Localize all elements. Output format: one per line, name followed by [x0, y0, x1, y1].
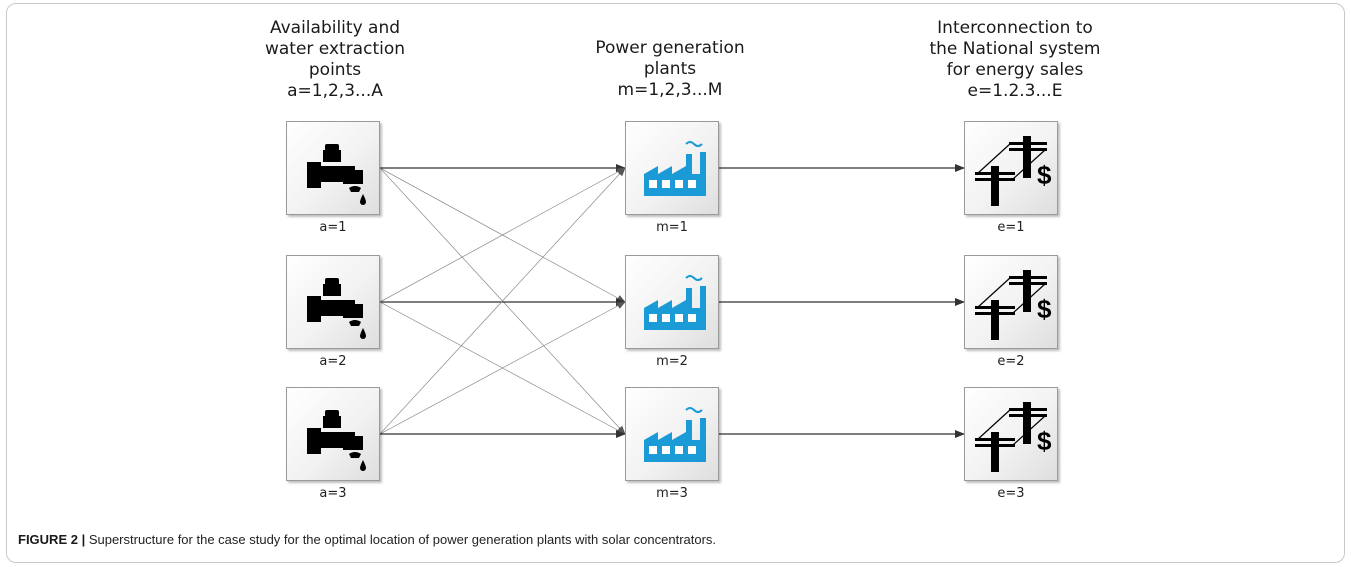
plant-node-2: [625, 255, 719, 349]
grid-column-title: Interconnection to the National system f…: [920, 18, 1110, 102]
figure-label: FIGURE 2 |: [18, 532, 86, 547]
grid-index-label: e=1.2.3...E: [967, 81, 1063, 101]
factory-icon: [644, 275, 706, 330]
svg-text:$: $: [1037, 160, 1052, 190]
plants-column-title: Power generation plants m=1,2,3...M: [585, 38, 755, 101]
power-line-dollar-icon: $: [975, 136, 1052, 206]
factory-icon: [644, 407, 706, 462]
power-line-dollar-icon: $: [975, 270, 1052, 340]
figure-frame: [6, 3, 1345, 563]
grid-node-label: e=3: [997, 486, 1025, 501]
factory-icon: [644, 141, 706, 196]
water-node-label: a=1: [319, 220, 347, 235]
grid-node-label: e=2: [997, 354, 1025, 369]
grid-node-2: $: [964, 255, 1058, 349]
plants-index-label: m=1,2,3...M: [617, 80, 723, 100]
caption-text: Superstructure for the case study for th…: [85, 532, 717, 547]
plant-node-1: [625, 121, 719, 215]
grid-node-label: e=1: [997, 220, 1025, 235]
grid-node-1: $: [964, 121, 1058, 215]
water-node-label: a=3: [319, 486, 347, 501]
water-to-plant-cross-arrow: [379, 167, 626, 303]
water-faucet-icon: [307, 144, 366, 205]
plant-node-label: m=3: [656, 486, 688, 501]
water-node-2: [286, 255, 380, 349]
svg-text:$: $: [1037, 294, 1052, 324]
water-faucet-icon: [307, 410, 366, 471]
water-index-label: a=1,2,3...A: [287, 81, 383, 101]
grid-node-3: $: [964, 387, 1058, 481]
water-faucet-icon: [307, 278, 366, 339]
figure-caption: FIGURE 2 | Superstructure for the case s…: [18, 532, 716, 547]
water-to-plant-cross-arrow: [379, 167, 626, 435]
power-line-dollar-icon: $: [975, 402, 1052, 472]
svg-text:$: $: [1037, 426, 1052, 456]
plant-node-label: m=1: [656, 220, 688, 235]
water-column-title: Availability and water extraction points…: [250, 18, 420, 102]
water-node-3: [286, 387, 380, 481]
water-to-plant-cross-arrow: [379, 301, 626, 435]
plant-node-label: m=2: [656, 354, 688, 369]
water-node-1: [286, 121, 380, 215]
water-node-label: a=2: [319, 354, 347, 369]
plant-node-3: [625, 387, 719, 481]
